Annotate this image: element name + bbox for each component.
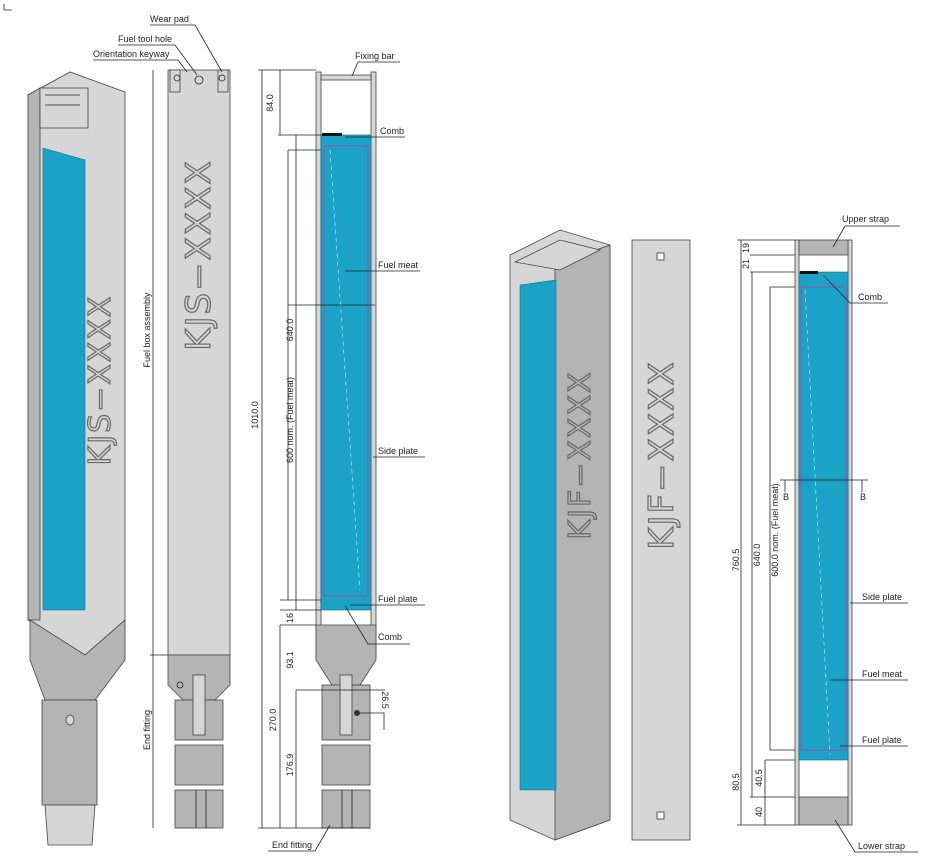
label-comb-top: Comb — [380, 126, 404, 136]
kjf-section-view: B B — [780, 239, 868, 826]
dim-1010: 1010.0 — [250, 401, 260, 429]
kjf-front-marking: KJF−XXXX — [642, 360, 682, 550]
dim-40-5: 40.5 — [754, 769, 764, 787]
label-fuel-plate: Fuel plate — [378, 594, 418, 604]
label-fuel-meat-kjf: Fuel meat — [862, 669, 903, 679]
kjs-3d-assembly: KJS−XXXX — [27, 71, 126, 846]
label-upper-strap: Upper strap — [842, 214, 889, 224]
label-end-fitting-bottom: End fitting — [272, 840, 312, 850]
dim-640-kjf: 640.0 — [752, 544, 762, 567]
label-fixing-bar: Fixing bar — [355, 51, 395, 61]
kjs-top-labels: Wear pad Fuel tool hole Orientation keyw… — [93, 14, 223, 76]
label-comb-kjf: Comb — [858, 292, 882, 302]
section-marker-b-right: B — [860, 492, 866, 502]
dim-21: 21 — [741, 259, 751, 269]
kjf-3d-assembly: KJF−XXXX — [509, 229, 611, 841]
kjs-front-marking: KJS−XXXX — [179, 159, 219, 351]
kjs-section-labels: Fixing bar Comb Fuel meat Side plate Fue… — [268, 51, 425, 852]
label-wear-pad: Wear pad — [150, 14, 189, 24]
label-side-plate: Side plate — [378, 446, 418, 456]
dim-84: 84.0 — [265, 94, 275, 112]
dim-26-5: 26.5 — [380, 691, 390, 709]
corner-mark — [3, 4, 12, 11]
label-fuel-tool-hole: Fuel tool hole — [118, 34, 172, 44]
section-marker-b-left: B — [783, 492, 789, 502]
kjf-section-labels: Upper strap Comb Side plate Fuel meat Fu… — [822, 214, 918, 853]
label-fuel-plate-kjf: Fuel plate — [862, 735, 902, 745]
kjf-dimensions: 19 21 760.5 640.0 600.0 nom. (Fuel meat)… — [731, 239, 795, 826]
dim-600: 600 nom. (Fuel meat) — [285, 377, 295, 463]
kjs-3d-marking: KJS−XXXX — [83, 295, 118, 466]
dim-640: 640.0 — [285, 319, 295, 342]
dim-80-5: 80.5 — [731, 773, 741, 791]
dim-93-1: 93.1 — [285, 651, 295, 669]
dim-40: 40 — [754, 807, 764, 817]
label-comb-bottom: Comb — [378, 632, 402, 642]
kjs-front-view: KJS−XXXX Fuel box assembly End fitting — [142, 69, 231, 829]
label-orientation-keyway: Orientation keyway — [93, 49, 170, 59]
kjf-3d-marking: KJF−XXXX — [563, 370, 598, 539]
label-lower-strap: Lower strap — [858, 841, 905, 851]
label-fuel-meat: Fuel meat — [378, 260, 419, 270]
dim-270: 270.0 — [268, 709, 278, 732]
kjs-dimensions: 84.0 1010.0 640.0 600 nom. (Fuel meat) 1… — [250, 69, 390, 829]
label-side-plate-kjf: Side plate — [862, 592, 902, 602]
dim-19: 19 — [741, 243, 751, 253]
dim-16: 16 — [285, 613, 295, 623]
kjs-section-view — [315, 71, 377, 829]
kjf-front-view: KJF−XXXX — [631, 239, 691, 841]
dim-600-kjf: 600.0 nom. (Fuel meat) — [770, 483, 780, 577]
dim-176-9: 176.9 — [285, 754, 295, 777]
label-fuel-box-assembly: Fuel box assembly — [142, 292, 152, 368]
dim-760-5: 760.5 — [731, 549, 741, 572]
label-end-fitting-side: End fitting — [142, 710, 152, 750]
